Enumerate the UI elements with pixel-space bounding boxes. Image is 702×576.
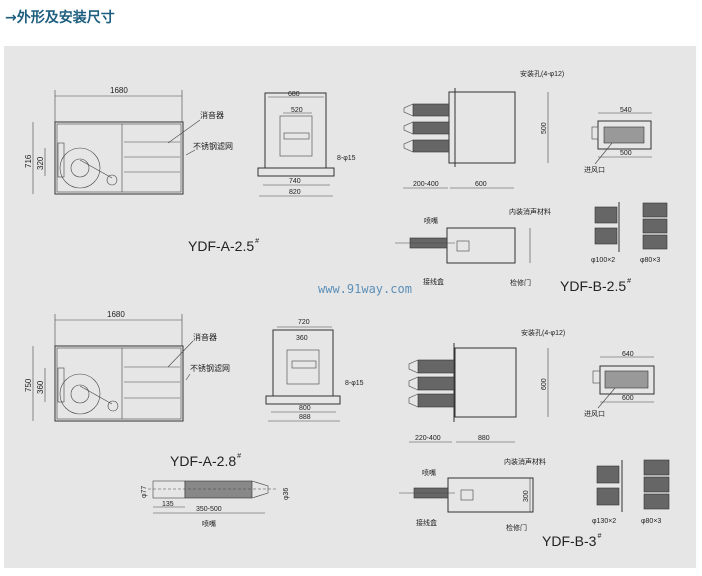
ydf-b-25-side-view: 喷嘴 内装消声材料 接线盒 检修门 [395, 207, 551, 287]
label-spec2: φ80×3 [640, 257, 660, 264]
dim-inlet-top: 640 [622, 351, 634, 358]
model-mark: # [255, 238, 259, 245]
ydf-b-3-inlet-view: 640 600 进风口 [584, 351, 655, 418]
ydf-a-25-side-view: 1680 716 320 消音器 不锈钢滤网 [24, 86, 233, 195]
model-name: YDF-B-2.5 [560, 278, 626, 294]
watermark: www.91way.com [318, 282, 412, 296]
model-name: YDF-B-3 [542, 533, 597, 549]
model-name: YDF-A-2.8 [170, 453, 236, 469]
ydf-b-3-plan-view: 安装孔(4-φ12) 600 220-400 880 [408, 328, 565, 443]
label-filter: 不锈钢滤网 [193, 141, 233, 151]
ydf-a-25-front-view: 680 520 8-φ15 740 820 [257, 91, 356, 197]
dim-base-inner: 740 [289, 178, 301, 185]
label-filter: 不锈钢滤网 [190, 363, 230, 373]
dim-inlet: 320 [36, 156, 45, 170]
label-junction-box: 接线盒 [416, 518, 437, 527]
drawing-panel [4, 46, 696, 568]
dim-length: 880 [478, 435, 490, 442]
section-title: →外形及安装尺寸 [5, 10, 115, 26]
label-silencer: 消音器 [193, 332, 217, 342]
label-spec1: φ100×2 [591, 257, 615, 264]
dim-inlet-bottom: 600 [622, 395, 634, 402]
label-mount-holes: 安装孔(4-φ12) [520, 69, 564, 78]
dim-height: 750 [24, 378, 33, 392]
model-label-ydf-b-3: YDF-B-3# [542, 533, 601, 549]
dim-nozzle-range: 220-400 [415, 435, 441, 442]
dim-front-inner: 520 [291, 107, 303, 114]
label-silencer: 消音器 [200, 110, 224, 120]
ydf-b-3-side-view: 300 喷嘴 内装消声材料 接线盒 检修门 [399, 457, 546, 532]
dim-height: 716 [24, 154, 33, 168]
ydf-a-28-front-view: 720 360 8-φ15 800 888 [265, 319, 364, 422]
dim-nozzle-d1: φ77 [141, 486, 148, 498]
ydf-b-25-nozzles: φ100×2 φ80×3 [591, 202, 668, 264]
label-lining: 内装消声材料 [504, 457, 546, 466]
dim-nozzle-a: 135 [162, 501, 174, 508]
label-nozzle: 喷嘴 [424, 216, 438, 225]
model-mark: # [237, 453, 241, 460]
label-holes: 8-φ15 [345, 380, 364, 387]
dim-inlet-bottom: 500 [620, 150, 632, 157]
dim-front-width: 680 [288, 91, 300, 98]
label-access-door: 检修门 [506, 523, 527, 532]
ydf-a-28-side-view: 1680 750 360 消音器 不锈钢滤网 [24, 310, 230, 422]
label-nozzle: 喷嘴 [422, 468, 436, 477]
dim-side-height: 300 [523, 490, 530, 502]
dim-length: 1680 [107, 310, 125, 319]
label-lining: 内装消声材料 [509, 207, 551, 216]
label-junction-box: 接线盒 [423, 277, 444, 286]
dim-nozzle-range: 200-400 [413, 181, 439, 188]
label-spec1: φ130×2 [592, 518, 616, 525]
label-inlet: 进风口 [584, 166, 605, 174]
label-access-door: 检修门 [510, 278, 531, 287]
label-inlet: 进风口 [584, 410, 605, 418]
ydf-b-25-plan-view: 安装孔(4-φ12) 500 200-400 600 [403, 69, 564, 189]
label-spec2: φ80×3 [641, 518, 661, 525]
dim-inlet: 360 [36, 380, 45, 394]
dim-nozzle-b: 350-500 [196, 506, 222, 513]
dim-height: 500 [541, 122, 548, 134]
dim-front-inner: 360 [296, 335, 308, 342]
dim-base-outer: 888 [299, 414, 311, 421]
model-label-ydf-b-25: YDF-B-2.5# [560, 278, 631, 294]
label-holes: 8-φ15 [337, 155, 356, 162]
ydf-b-25-inlet-view: 540 500 进风口 [584, 107, 652, 174]
label-nozzle: 喷嘴 [202, 519, 216, 528]
model-name: YDF-A-2.5 [188, 238, 254, 254]
dim-height: 600 [541, 378, 548, 390]
dim-base-inner: 800 [299, 405, 311, 412]
model-label-ydf-a-28: YDF-A-2.8# [170, 453, 241, 469]
dim-base-outer: 820 [289, 189, 301, 196]
model-label-ydf-a-25: YDF-A-2.5# [188, 238, 259, 254]
ydf-b-3-nozzles: φ130×2 φ80×3 [592, 459, 670, 525]
dim-length: 600 [475, 181, 487, 188]
dim-front-width: 720 [298, 319, 310, 326]
nozzle-detail: φ77 φ36 135 350-500 喷嘴 [141, 480, 290, 528]
model-mark: # [627, 278, 631, 285]
dim-inlet-top: 540 [620, 107, 632, 114]
dim-nozzle-d2: φ36 [283, 488, 290, 500]
model-mark: # [597, 533, 601, 540]
dim-length: 1680 [110, 86, 128, 95]
label-mount-holes: 安装孔(4-φ12) [521, 328, 565, 337]
